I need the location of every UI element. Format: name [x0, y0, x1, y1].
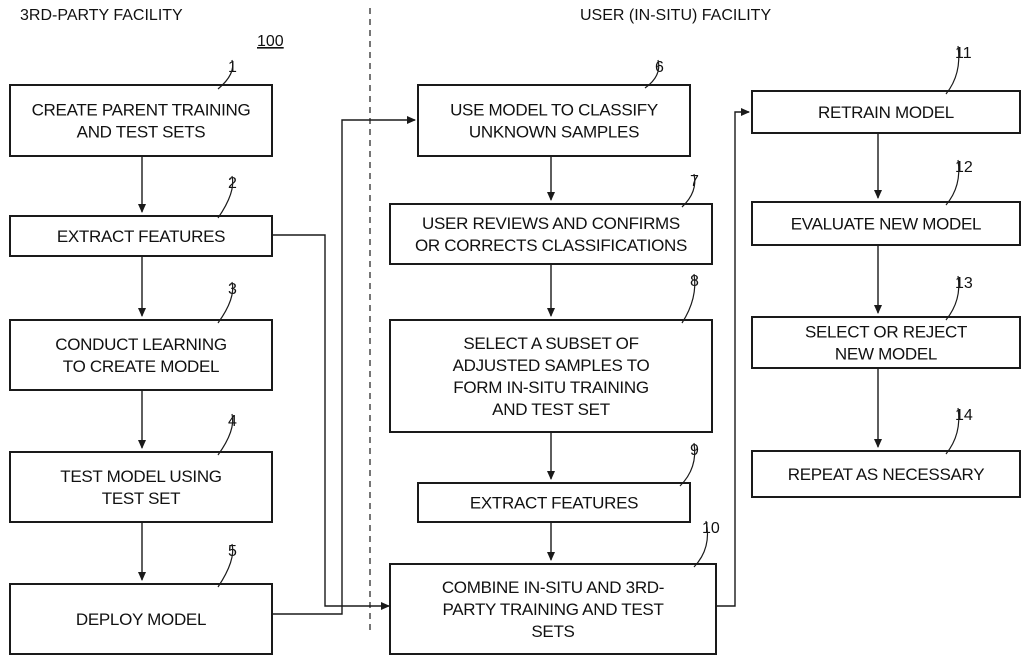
step-6-reference-numeral: 6	[655, 59, 664, 76]
step-8-text-line: FORM IN-SITU TRAINING	[453, 378, 649, 397]
step-5-text-line: DEPLOY MODEL	[76, 610, 206, 629]
step-11-text-line: RETRAIN MODEL	[818, 103, 954, 122]
step-8-box: SELECT A SUBSET OF ADJUSTED SAMPLES TO FOR…	[390, 320, 712, 432]
step-10-text-line: PARTY TRAINING AND TEST	[442, 600, 663, 619]
step-boxes: CREATE PARENT TRAINING AND TEST SETS EXTRA…	[10, 85, 1020, 654]
step-7-text-line: OR CORRECTS CLASSIFICATIONS	[415, 236, 687, 255]
step-6-text-line: USE MODEL TO CLASSIFY	[450, 101, 658, 120]
figure-reference-number: 100	[257, 33, 284, 50]
step-4-text-line: TEST MODEL USING	[60, 467, 221, 486]
step-5-box: DEPLOY MODEL	[10, 584, 272, 654]
step-10-reference-numeral: 10	[702, 520, 720, 537]
step-3-text-line: CONDUCT LEARNING	[55, 335, 227, 354]
step-13-text-line: NEW MODEL	[835, 345, 937, 364]
step-11-box: RETRAIN MODEL	[752, 91, 1020, 133]
step-12-text-line: EVALUATE NEW MODEL	[791, 215, 981, 234]
step-2-box: EXTRACT FEATURES	[10, 216, 272, 256]
step-7-frame	[390, 204, 712, 264]
step-1-box: CREATE PARENT TRAINING AND TEST SETS	[10, 85, 272, 156]
step-8-text-line: ADJUSTED SAMPLES TO	[453, 356, 650, 375]
step-7-box: USER REVIEWS AND CONFIRMS OR CORRECTS CLA…	[390, 204, 712, 264]
step-2-text-line: EXTRACT FEATURES	[57, 227, 225, 246]
arrow-2-to-10	[272, 235, 389, 606]
step-6-frame	[418, 85, 690, 156]
step-9-text-line: EXTRACT FEATURES	[470, 494, 638, 513]
step-14-box: REPEAT AS NECESSARY	[752, 451, 1020, 497]
step-3-frame	[10, 320, 272, 390]
step-14-text-line: REPEAT AS NECESSARY	[788, 465, 985, 484]
step-4-frame	[10, 452, 272, 522]
step-8-text-line: SELECT A SUBSET OF	[463, 334, 638, 353]
step-1-frame	[10, 85, 272, 156]
header-third-party: 3RD-PARTY FACILITY	[20, 7, 183, 24]
step-6-text-line: UNKNOWN SAMPLES	[469, 123, 639, 142]
step-1-text-line: CREATE PARENT TRAINING	[32, 101, 251, 120]
arrow-10-to-11	[716, 112, 749, 606]
step-4-text-line: TEST SET	[102, 489, 181, 508]
step-10-text-line: SETS	[531, 622, 574, 641]
step-3-box: CONDUCT LEARNING TO CREATE MODEL	[10, 320, 272, 390]
header-user-facility: USER (IN-SITU) FACILITY	[580, 7, 771, 24]
step-1-text-line: AND TEST SETS	[77, 123, 206, 142]
step-10-box: COMBINE IN-SITU AND 3RD- PARTY TRAINING A…	[390, 564, 716, 654]
step-7-text-line: USER REVIEWS AND CONFIRMS	[422, 214, 680, 233]
step-6-box: USE MODEL TO CLASSIFY UNKNOWN SAMPLES	[418, 85, 690, 156]
step-13-box: SELECT OR REJECT NEW MODEL	[752, 317, 1020, 368]
step-10-text-line: COMBINE IN-SITU AND 3RD-	[442, 578, 664, 597]
step-11-reference-numeral: 11	[955, 45, 972, 62]
step-4-box: TEST MODEL USING TEST SET	[10, 452, 272, 522]
step-3-text-line: TO CREATE MODEL	[63, 357, 219, 376]
step-12-box: EVALUATE NEW MODEL	[752, 202, 1020, 245]
step-9-box: EXTRACT FEATURES	[418, 483, 690, 522]
step-13-text-line: SELECT OR REJECT	[805, 323, 967, 342]
step-8-text-line: AND TEST SET	[492, 400, 610, 419]
